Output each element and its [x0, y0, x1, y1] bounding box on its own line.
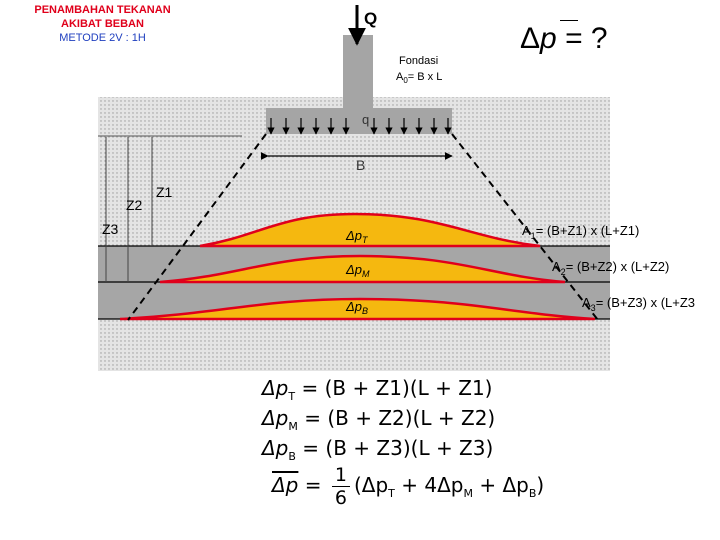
pressure-label: q	[362, 112, 369, 127]
equation-delta-pb: ΔpB = (B + Z3)(L + Z3)	[262, 436, 494, 463]
foundation-column	[343, 35, 373, 113]
width-label: B	[356, 157, 365, 173]
load-label: Q	[364, 9, 377, 28]
question-equals: = ?	[565, 22, 608, 55]
stress-label-bot: ΔpB	[345, 299, 368, 316]
title-line-2: AKIBAT BEBAN	[61, 18, 144, 30]
title-line-1: PENAMBAHAN TEKANAN	[34, 4, 171, 16]
spread-line-left	[127, 133, 267, 321]
stress-bulb-middle	[159, 254, 566, 284]
area-formula-3: A3= (B+Z3) x (L+Z3	[582, 295, 695, 313]
question-p: p	[540, 22, 557, 55]
stress-bulb-bottom	[119, 297, 596, 321]
depth-label-z3: Z3	[102, 221, 119, 237]
foundation-label: Fondasi	[399, 55, 438, 67]
stress-label-mid: ΔpM	[345, 262, 370, 279]
pressure-arrows	[267, 118, 452, 135]
title-block: PENAMBAHAN TEKANAN AKIBAT BEBAN METODE 2…	[0, 3, 205, 45]
overbar	[560, 20, 578, 21]
stress-label-top: ΔpT	[345, 228, 369, 245]
question-formula: Δp = ?	[520, 20, 608, 56]
depth-label-z1: Z1	[156, 184, 173, 200]
equation-delta-pm: ΔpM = (B + Z2)(L + Z2)	[262, 406, 496, 433]
area-formula-1: A1= (B+Z1) x (L+Z1)	[522, 223, 639, 241]
question-delta: Δ	[520, 22, 541, 55]
spread-line-right	[451, 133, 599, 321]
foundation-footing	[266, 108, 452, 134]
area-formula-2: A2= (B+Z2) x (L+Z2)	[552, 259, 669, 277]
equation-delta-pt: ΔpT = (B + Z1)(L + Z1)	[262, 376, 493, 403]
title-line-3: METODE 2V : 1H	[59, 32, 146, 44]
foundation-area: A0= B x L	[396, 71, 442, 85]
stress-bulb-top	[199, 212, 541, 248]
depth-label-z2: Z2	[126, 197, 143, 213]
